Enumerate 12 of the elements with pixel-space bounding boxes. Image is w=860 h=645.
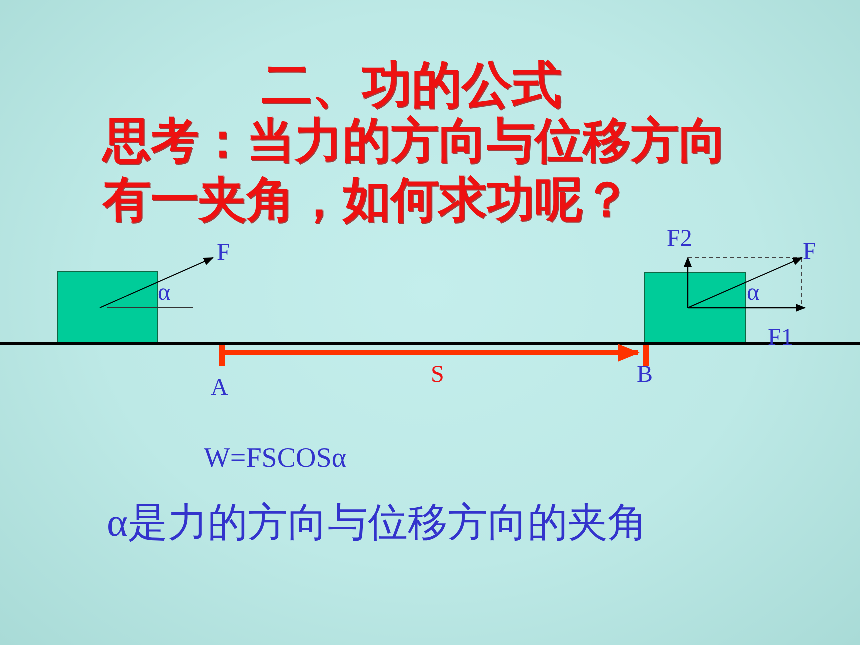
point-label: B — [637, 362, 654, 390]
displacement-label: S — [431, 362, 444, 390]
slide-title: 二、功的公式 — [262, 55, 562, 115]
angle-label: α — [158, 280, 171, 308]
point-label: A — [211, 375, 228, 403]
block — [644, 272, 746, 344]
explanation-text: α是力的方向与位移方向的夹角 — [107, 500, 648, 546]
formula-text: W=FSCOSα — [204, 443, 347, 476]
block — [57, 271, 158, 344]
force-label: F — [803, 239, 816, 267]
force-label: F — [217, 240, 230, 268]
angle-label: α — [747, 280, 760, 308]
